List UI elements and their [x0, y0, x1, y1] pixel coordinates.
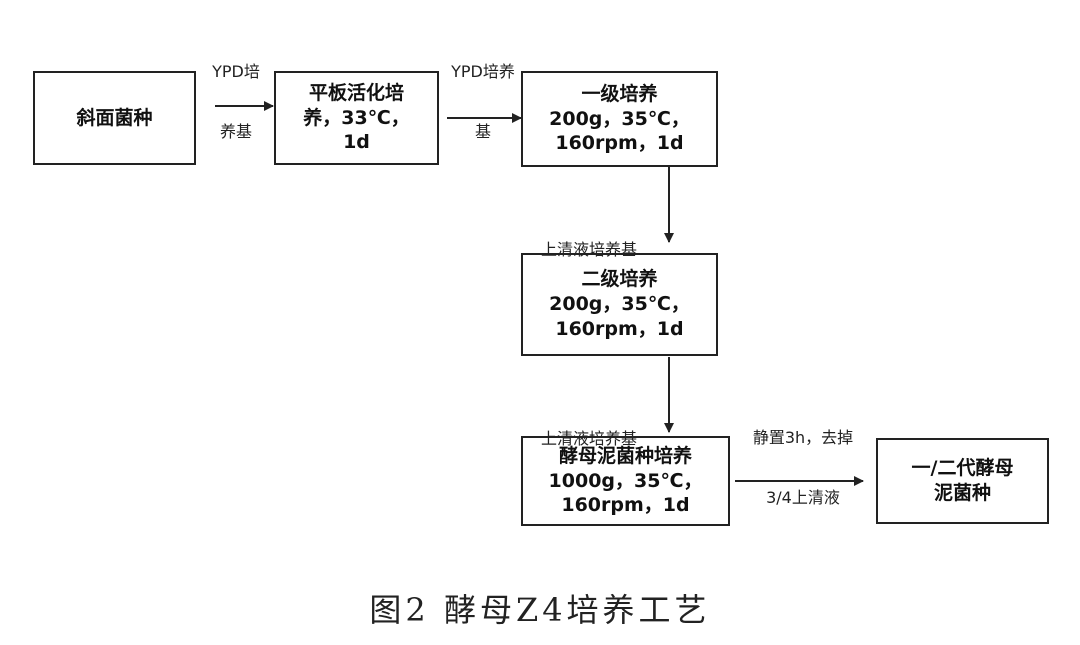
node-yeast-mud-culture: 酵母泥菌种培养 1000g，35℃， 160rpm，1d	[521, 436, 730, 526]
edge-label-ypd-1-line-1: YPD培	[212, 62, 260, 81]
node-yeast-mud-strain-line-1: 一/二代酵母	[911, 457, 1014, 480]
edge-label-supernatant-2: 上清液培养基	[523, 389, 655, 469]
node-yeast-mud-culture-line-2: 1000g，35℃，	[548, 469, 703, 492]
node-slant-strain: 斜面菌种	[33, 71, 196, 165]
edge-label-ypd-2: YPD培养 基	[438, 22, 528, 162]
node-plate-activation-line-2: 养，33℃，	[303, 106, 410, 129]
edge-label-settle-line-1: 静置3h，去掉	[752, 428, 854, 447]
node-yeast-mud-strain: 一/二代酵母 泥菌种	[876, 438, 1049, 524]
figure-caption: 图2 酵母Z4培养工艺	[369, 591, 711, 629]
node-plate-activation-line-3: 1d	[343, 131, 370, 154]
node-secondary-culture: 二级培养 200g，35℃， 160rpm，1d	[521, 253, 718, 356]
edge-label-supernatant-2-line-1: 上清液培养基	[540, 429, 637, 448]
node-yeast-mud-culture-line-3: 160rpm，1d	[561, 494, 690, 517]
node-slant-strain-line-1: 斜面菌种	[76, 106, 153, 129]
node-secondary-culture-line-1: 二级培养	[581, 268, 658, 291]
node-primary-culture: 一级培养 200g，35℃， 160rpm，1d	[521, 71, 718, 167]
node-plate-activation: 平板活化培 养，33℃， 1d	[274, 71, 439, 165]
edge-label-ypd-2-line-2: 基	[474, 122, 491, 141]
node-yeast-mud-strain-line-2: 泥菌种	[933, 482, 991, 504]
edge-label-settle: 静置3h，去掉 3/4上清液	[728, 388, 878, 528]
edge-label-supernatant-1-line-1: 上清液培养基	[540, 240, 637, 259]
edge-label-ypd-1: YPD培 养基	[196, 22, 276, 162]
node-primary-culture-line-2: 200g，35℃，	[549, 107, 690, 130]
node-plate-activation-line-1: 平板活化培	[308, 81, 404, 104]
node-yeast-mud-culture-line-1: 酵母泥菌种培养	[558, 444, 692, 467]
edge-label-supernatant-1: 上清液培养基	[523, 200, 655, 280]
node-secondary-culture-line-2: 200g，35℃，	[549, 293, 690, 316]
node-secondary-culture-line-3: 160rpm，1d	[555, 317, 684, 340]
edge-label-ypd-1-line-2: 养基	[219, 122, 252, 141]
node-primary-culture-line-1: 一级培养	[581, 82, 658, 105]
edge-label-ypd-2-line-1: YPD培养	[451, 62, 515, 81]
node-primary-culture-line-3: 160rpm，1d	[555, 132, 684, 155]
edge-label-settle-line-2: 3/4上清液	[766, 488, 840, 507]
